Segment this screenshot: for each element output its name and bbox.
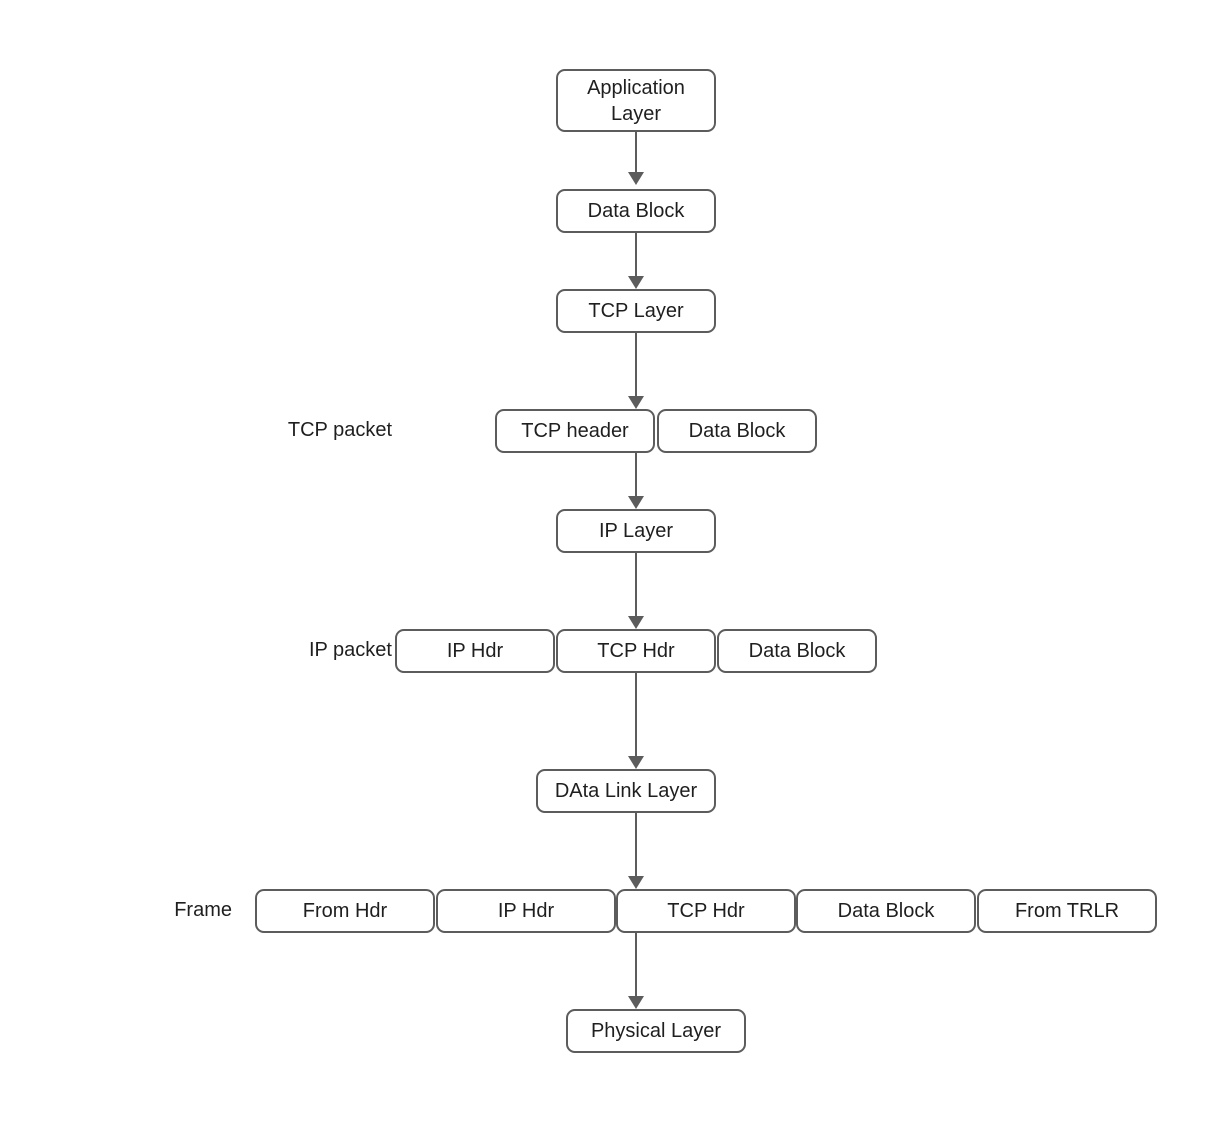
frame-segment-tcp-hdr[interactable]: TCP Hdr (616, 889, 796, 933)
arrow-tcp-layer-to-tcp-packet (626, 333, 646, 409)
node-application-layer[interactable]: Application Layer (556, 69, 716, 132)
frame-segment-from-hdr[interactable]: From Hdr (255, 889, 435, 933)
ip-packet-segment-data-block[interactable]: Data Block (717, 629, 877, 673)
arrow-data-block-to-tcp-layer (626, 233, 646, 289)
ip-packet-segment-ip-hdr[interactable]: IP Hdr (395, 629, 555, 673)
node-data-link-layer[interactable]: DAta Link Layer (536, 769, 716, 813)
frame-segment-from-trlr[interactable]: From TRLR (977, 889, 1157, 933)
node-ip-layer[interactable]: IP Layer (556, 509, 716, 553)
arrow-ip-packet-to-data-link-layer (626, 673, 646, 769)
node-data-block[interactable]: Data Block (556, 189, 716, 233)
frame-segment-data-block[interactable]: Data Block (796, 889, 976, 933)
arrow-frame-to-physical-layer (626, 933, 646, 1009)
label-frame: Frame (174, 899, 232, 921)
arrow-tcp-packet-to-ip-layer (626, 453, 646, 509)
node-tcp-layer[interactable]: TCP Layer (556, 289, 716, 333)
label-ip-packet: IP packet (308, 639, 392, 661)
ip-packet-segment-tcp-hdr[interactable]: TCP Hdr (556, 629, 716, 673)
label-tcp-packet: TCP packet (287, 419, 392, 441)
arrow-data-link-layer-to-frame (626, 813, 646, 889)
tcp-packet-segment-data-block[interactable]: Data Block (657, 409, 817, 453)
tcp-packet-segment-tcp-header[interactable]: TCP header (495, 409, 655, 453)
node-physical-layer[interactable]: Physical Layer (566, 1009, 746, 1053)
arrow-application-to-data-block (626, 132, 646, 185)
arrow-ip-layer-to-ip-packet (626, 553, 646, 629)
frame-segment-ip-hdr[interactable]: IP Hdr (436, 889, 616, 933)
